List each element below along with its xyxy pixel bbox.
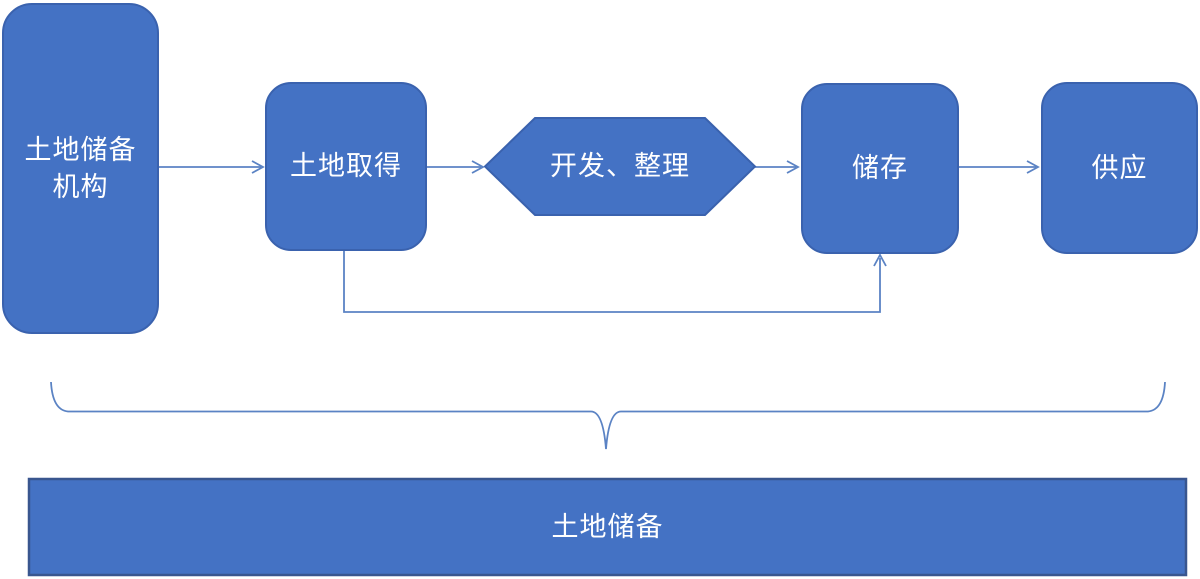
connector-acquisition-to-development — [426, 160, 485, 174]
arrowhead-right-icon — [251, 160, 265, 174]
node-supply-shape — [1041, 82, 1198, 254]
arrowhead-right-icon — [471, 160, 485, 174]
arrowhead-right-icon — [1026, 160, 1040, 174]
connector-storage-to-supply — [958, 160, 1040, 174]
connector-acquisition-to-storage-elbow — [343, 250, 887, 313]
under-brace-icon — [50, 381, 1166, 450]
connector-agency-to-acquisition — [158, 160, 265, 174]
node-development-hexagon-shape — [483, 117, 757, 216]
connector-development-to-storage — [755, 160, 800, 174]
node-agency-shape — [2, 3, 159, 334]
node-storage-shape — [801, 83, 959, 254]
arrowhead-right-icon — [786, 160, 800, 174]
reserve-bar-shape — [27, 477, 1188, 577]
arrowhead-up-icon — [873, 253, 887, 267]
node-acquisition-shape — [265, 82, 427, 251]
